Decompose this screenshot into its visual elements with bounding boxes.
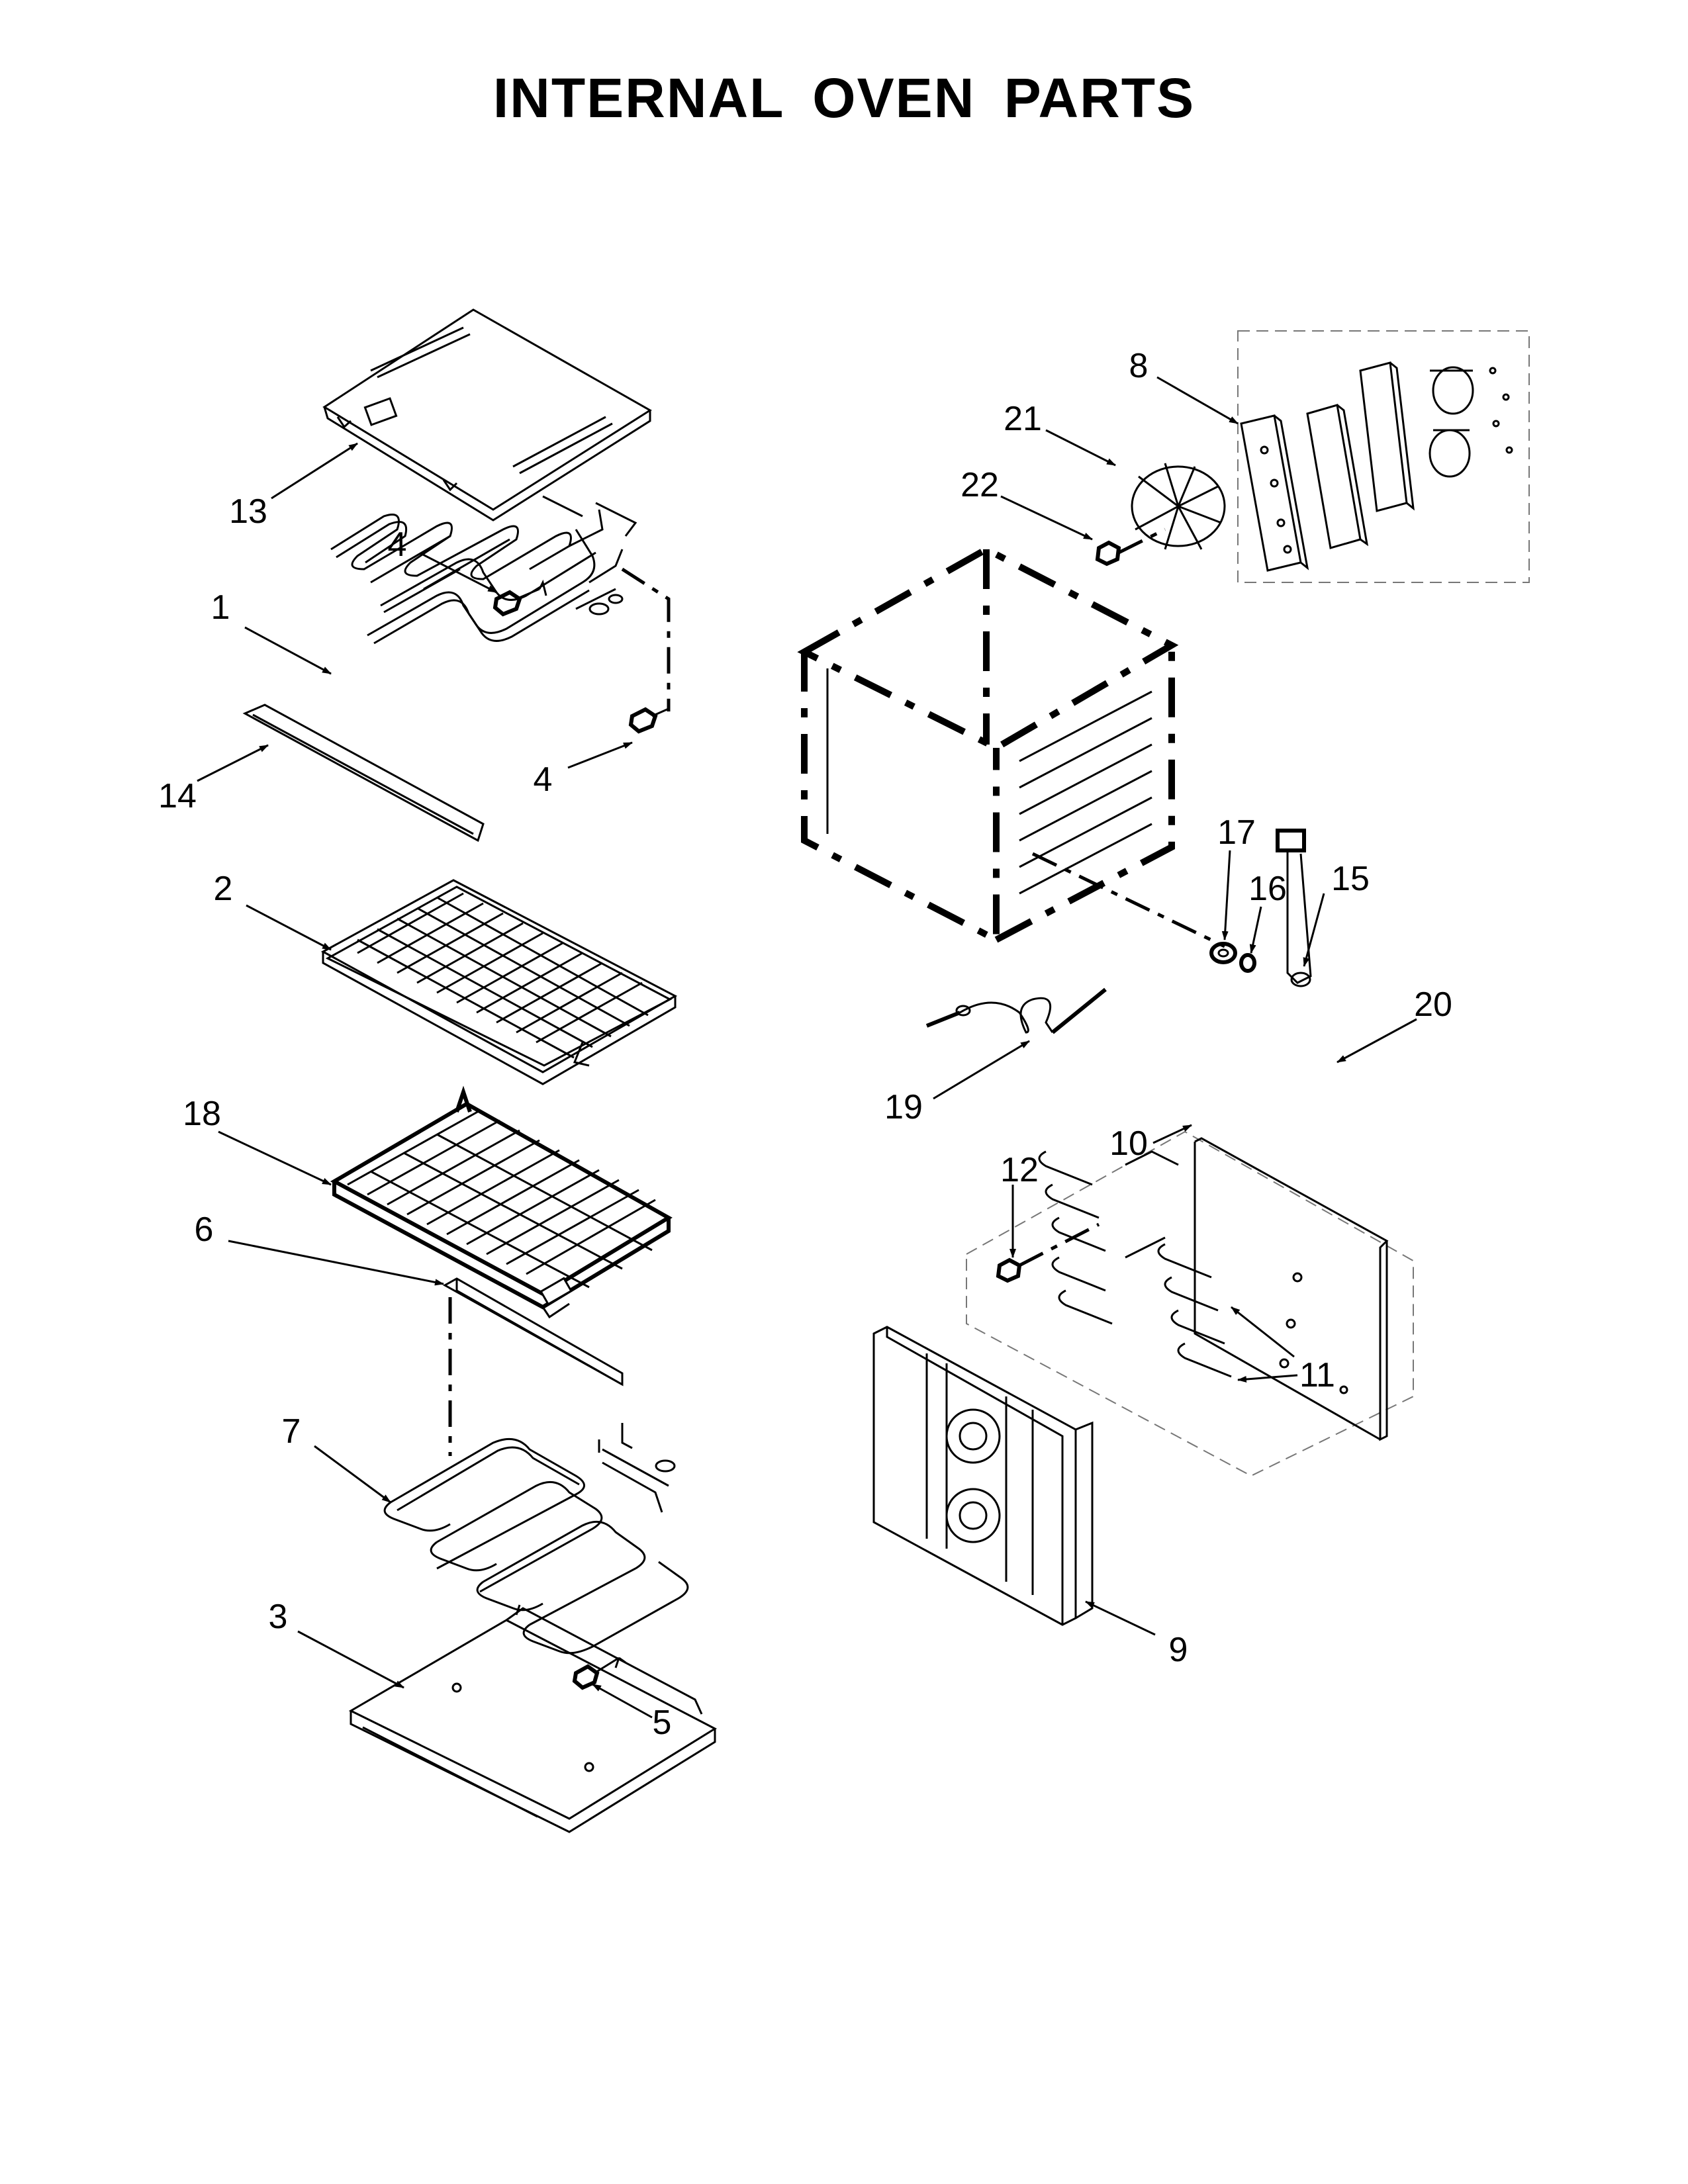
part-8-control-assembly [1237,330,1530,583]
part-4-terminal-screw-bottom [628,707,671,734]
callout-1: 1 [211,588,230,627]
callout-17: 17 [1217,813,1256,852]
part-5-sensor-screw [572,1657,626,1690]
callout-4-bottom: 4 [534,760,553,799]
part-19-meat-probe [925,987,1107,1034]
callout-18: 18 [183,1095,221,1133]
part-4-terminal-screw-top [492,579,547,617]
callout-16: 16 [1248,870,1287,908]
part-12-element-screw [996,1222,1100,1283]
part-9-fan-cover [872,1326,1094,1626]
callout-11: 11 [1299,1356,1335,1394]
page-title: INTERNAL OVEN PARTS [492,67,1196,129]
callout-3: 3 [269,1598,288,1636]
part-7-bake-element [383,1423,689,1655]
part-13-top-panel [322,308,652,522]
callout-19: 19 [884,1088,923,1126]
part-10-rear-panel [1194,1137,1389,1441]
part-14-trim-strip [242,704,485,842]
callout-4-top: 4 [388,525,407,564]
callout-5: 5 [653,1704,672,1742]
oven-cavity [797,545,1226,948]
part-6-element-shield [442,1277,624,1456]
callout-21: 21 [1004,400,1042,438]
part-22-fan-nut [1095,527,1166,567]
part-18-rollout-rack [330,1085,673,1319]
part-15-sensor-bracket [1276,829,1312,987]
callout-2: 2 [214,870,233,908]
part-1-broil-element [330,495,671,711]
part-3-bottom-panel [348,1604,718,1833]
part-11-convection-element [1038,1150,1232,1378]
callout-leaders [197,376,1417,1719]
callout-7: 7 [282,1412,301,1451]
part-17-bushing [1209,942,1237,964]
callout-14: 14 [158,777,197,815]
part-21-convection-fan-blade [1131,463,1226,550]
callout-6: 6 [195,1210,214,1249]
part-2-oven-rack [320,879,678,1085]
callout-8: 8 [1129,347,1149,385]
callout-22: 22 [961,466,999,504]
callout-10: 10 [1109,1124,1148,1163]
callout-9: 9 [1169,1631,1188,1669]
callout-12: 12 [1000,1151,1039,1189]
callout-13: 13 [229,492,267,531]
callout-20: 20 [1414,985,1452,1024]
part-16-washer [1239,953,1256,973]
callout-15: 15 [1331,860,1370,898]
